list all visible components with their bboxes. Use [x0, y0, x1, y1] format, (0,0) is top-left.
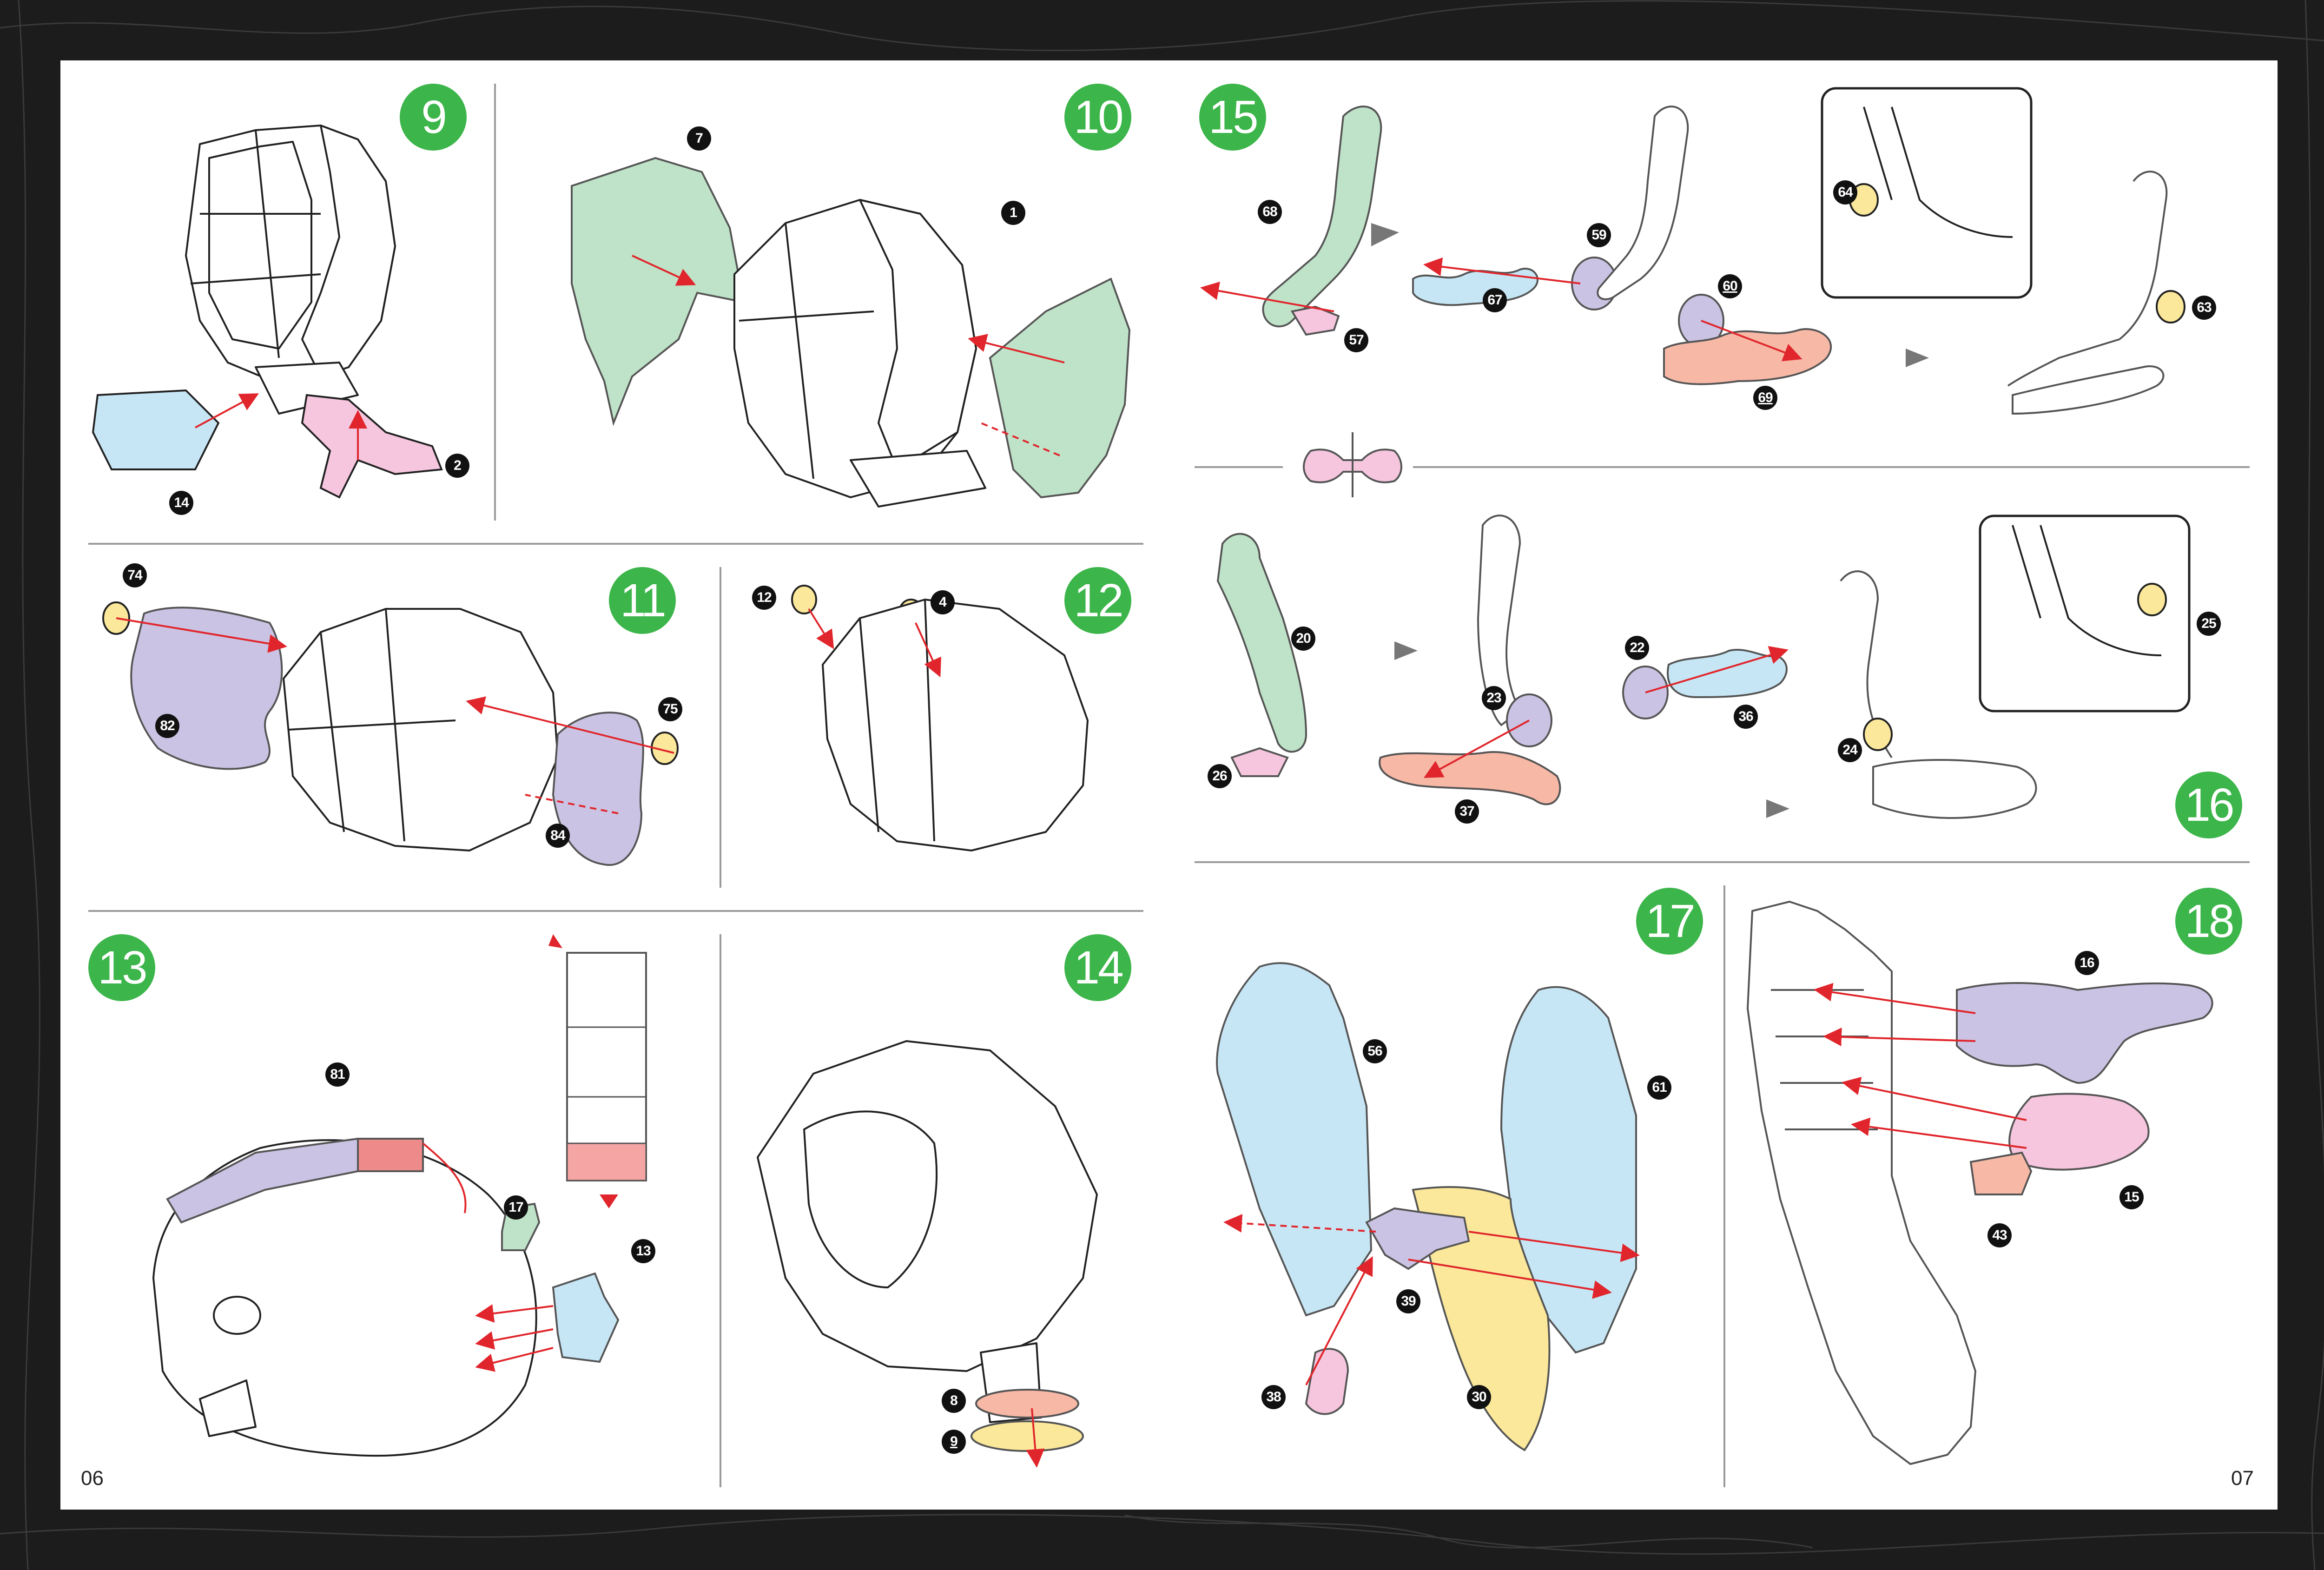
step10-assembly	[733, 199, 986, 508]
part-label-67: 67	[1483, 288, 1507, 312]
step-9-badge: 9	[400, 84, 467, 151]
part-label-7: 7	[687, 126, 711, 151]
left-page-illustrations	[88, 84, 1143, 1487]
right-page: 15 16 17 18 68 57 67 59 60 69 64 63 20 2…	[1167, 60, 2278, 1510]
step-12-badge: 12	[1064, 567, 1131, 634]
part-13	[552, 1272, 620, 1363]
part-label-37: 37	[1455, 799, 1479, 824]
step12-assembly	[822, 599, 1089, 851]
step-15-badge: 15	[1199, 84, 1266, 151]
part-26	[1230, 747, 1289, 777]
step-10-badge: 10	[1064, 84, 1131, 151]
part-label-39: 39	[1396, 1289, 1420, 1313]
step-16-badge: 16	[2175, 772, 2242, 838]
right-page-illustrations	[1195, 87, 2250, 1487]
part-label-57: 57	[1344, 328, 1368, 352]
part-label-43: 43	[1987, 1223, 2012, 1247]
part-82	[130, 607, 283, 770]
part-label-30: 30	[1467, 1385, 1491, 1409]
step13-strip-diagram	[548, 934, 647, 1208]
part-15	[2008, 1093, 2150, 1171]
part-36	[1667, 649, 1788, 699]
part-label-12: 12	[752, 586, 776, 610]
connector-piece-icon	[1303, 432, 1402, 497]
part-label-16: 16	[2075, 951, 2099, 975]
step15-detail-box	[1821, 87, 2033, 299]
part-38	[1305, 1348, 1349, 1415]
part-label-22: 22	[1625, 636, 1649, 660]
step-13-badge: 13	[88, 934, 155, 1001]
part-label-81: 81	[325, 1062, 350, 1087]
part-12	[791, 585, 817, 614]
part-label-2: 2	[445, 454, 469, 478]
part-1	[989, 277, 1131, 499]
part-label-59: 59	[1587, 223, 1611, 247]
step16-detail-box	[1979, 515, 2191, 712]
part-20	[1216, 533, 1307, 753]
part-16	[1956, 982, 2213, 1084]
part-84	[552, 712, 644, 866]
part-63	[2156, 290, 2185, 323]
part-label-74: 74	[123, 563, 147, 587]
step9-assembly	[185, 125, 396, 415]
part-label-69: 69	[1753, 386, 1777, 410]
part-69	[1663, 328, 1832, 385]
part-37	[1379, 751, 1561, 805]
step11-assembly	[283, 608, 559, 851]
part-label-75: 75	[658, 697, 682, 721]
part-14	[92, 389, 220, 470]
part-label-23: 23	[1482, 686, 1506, 710]
step14-assembly	[757, 1040, 1098, 1423]
part-label-8: 8	[942, 1389, 966, 1413]
part-label-24: 24	[1838, 738, 1862, 762]
part-label-63: 63	[2192, 296, 2216, 320]
part-label-84: 84	[546, 824, 570, 848]
part-2	[301, 394, 443, 499]
part-39	[1365, 1207, 1470, 1270]
part-label-56: 56	[1363, 1039, 1387, 1063]
part-label-14: 14	[169, 491, 193, 515]
part-label-25: 25	[2197, 612, 2221, 636]
part-label-15: 15	[2119, 1185, 2144, 1209]
part-label-60: 60	[1718, 274, 1742, 298]
part-24	[1863, 718, 1893, 751]
page-number-right: 07	[2231, 1467, 2254, 1490]
step-11-badge: 11	[609, 567, 676, 634]
part-label-26: 26	[1208, 764, 1232, 788]
page-number-left: 06	[81, 1467, 104, 1490]
part-label-38: 38	[1261, 1385, 1286, 1409]
step-18-badge: 18	[2175, 888, 2242, 955]
part-label-82: 82	[155, 714, 179, 738]
part-label-61: 61	[1647, 1075, 1671, 1100]
part-30	[1412, 1186, 1551, 1451]
step18-assembly	[1747, 901, 1976, 1465]
part-68	[1262, 106, 1382, 328]
part-label-68: 68	[1258, 200, 1282, 224]
step-17-badge: 17	[1636, 888, 1703, 955]
part-43	[1969, 1151, 2033, 1195]
part-7	[571, 157, 745, 426]
left-page: 9 10 11 12 13 14 14 2 7 1 74 82 75 84 12…	[60, 60, 1167, 1510]
step-14-badge: 14	[1064, 934, 1131, 1001]
part-label-64: 64	[1833, 180, 1857, 204]
part-67	[1412, 268, 1539, 306]
part-56	[1216, 962, 1373, 1317]
part-label-4: 4	[931, 590, 955, 614]
part-label-20: 20	[1291, 627, 1315, 651]
part-label-13: 13	[631, 1239, 655, 1263]
part-9	[971, 1420, 1084, 1452]
part-label-1: 1	[1001, 201, 1025, 225]
part-label-17: 17	[504, 1195, 528, 1220]
part-8	[975, 1389, 1079, 1418]
part-label-36: 36	[1734, 705, 1758, 729]
part-label-9: 9	[942, 1430, 966, 1454]
